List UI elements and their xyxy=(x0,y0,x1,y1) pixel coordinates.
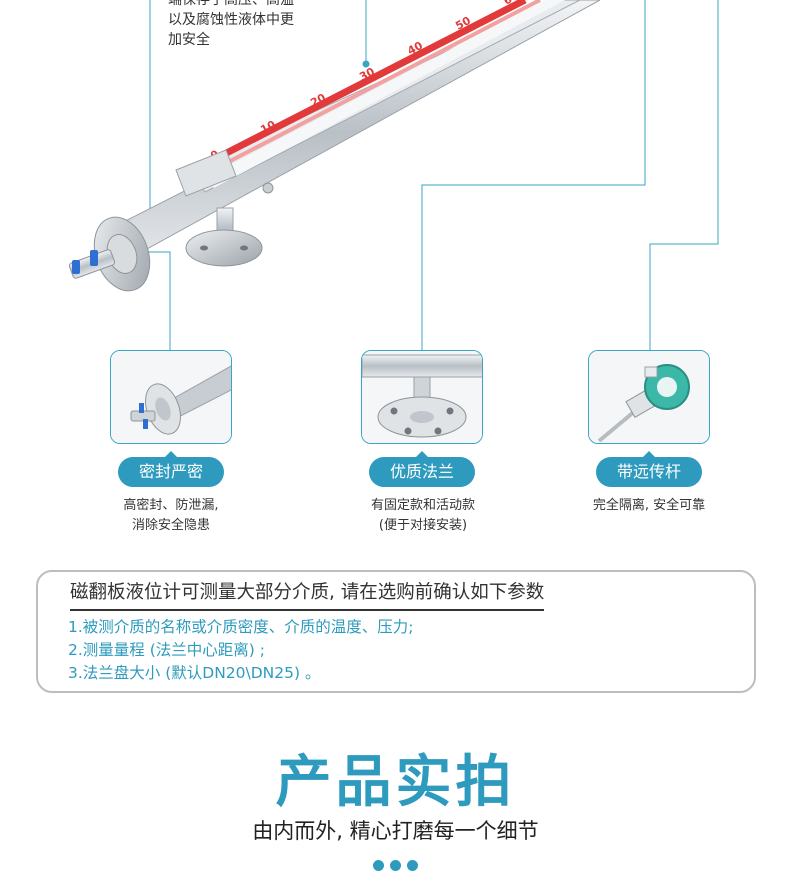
dot-icon xyxy=(407,860,418,871)
valve-handle-icon xyxy=(143,419,148,429)
scale-label: 40 xyxy=(405,39,425,58)
scale-label: 20 xyxy=(308,91,328,110)
scale-label: 30 xyxy=(357,65,377,84)
callout-lines xyxy=(140,0,719,350)
side-flange xyxy=(185,207,263,267)
valve-handle-icon xyxy=(139,403,144,413)
callout-dot xyxy=(362,60,370,68)
parameter-item: 3.法兰盘大小 (默认DN20\DN25) 。 xyxy=(68,664,321,682)
top-description-fragment: 端保存于高压、高温 以及腐蚀性液体中更 加安全 xyxy=(168,0,318,50)
feature-desc-line: 消除安全隐患 xyxy=(131,518,210,533)
clamp-icon xyxy=(262,182,274,194)
feature-desc-line: (便于对接安装) xyxy=(378,518,468,533)
parameters-box: 磁翻板液位计可测量大部分介质, 请在选购前确认如下参数 1.被测介质的名称或介质… xyxy=(36,570,756,693)
end-flange xyxy=(68,216,151,292)
top-description-line: 端保存于高压、高温 xyxy=(168,0,294,8)
parameter-item: 1.被测介质的名称或介质密度、介质的温度、压力; xyxy=(68,618,414,636)
scale-label: 10 xyxy=(258,118,278,137)
dot-icon xyxy=(390,860,401,871)
feature-image-transmitter xyxy=(588,350,710,444)
parameters-list: 1.被测介质的名称或介质密度、介质的温度、压力; 2.测量量程 (法兰中心距离)… xyxy=(68,616,414,685)
scale-label: 60 xyxy=(501,0,521,8)
decorative-dots xyxy=(371,860,421,872)
product-illustration: 0 10 20 30 40 50 60 xyxy=(68,0,719,350)
feature-image-seal xyxy=(110,350,232,444)
indicator-panel xyxy=(189,0,581,193)
feature-desc-transmitter: 完全隔离, 安全可靠 xyxy=(566,496,732,516)
dot-icon xyxy=(373,860,384,871)
feature-desc-flange: 有固定款和活动款 (便于对接安装) xyxy=(348,496,498,536)
feature-title-seal: 密封严密 xyxy=(118,451,224,487)
scale-label: 50 xyxy=(453,14,473,33)
section-title: 产品实拍 xyxy=(275,750,516,815)
nameplate xyxy=(175,149,237,197)
feature-desc-seal: 高密封、防泄漏, 消除安全隐患 xyxy=(96,496,246,536)
parameters-title: 磁翻板液位计可测量大部分介质, 请在选购前确认如下参数 xyxy=(70,579,545,611)
valve-handle-icon xyxy=(72,260,80,274)
feature-image-flange xyxy=(361,350,483,444)
feature-desc-line: 有固定款和活动款 xyxy=(370,498,475,513)
feature-desc-line: 完全隔离, 安全可靠 xyxy=(592,498,706,513)
feature-title-transmitter: 带远传杆 xyxy=(596,451,702,487)
section-subtitle: 由内而外, 精心打磨每一个细节 xyxy=(252,819,539,843)
top-description-line: 以及腐蚀性液体中更 xyxy=(168,12,294,28)
main-tube xyxy=(95,0,601,267)
valve-handle-icon xyxy=(90,250,98,266)
top-description-line: 加安全 xyxy=(168,32,210,48)
parameter-item: 2.测量量程 (法兰中心距离) ; xyxy=(68,641,265,659)
feature-title-flange: 优质法兰 xyxy=(369,451,475,487)
feature-desc-line: 高密封、防泄漏, xyxy=(123,498,219,513)
